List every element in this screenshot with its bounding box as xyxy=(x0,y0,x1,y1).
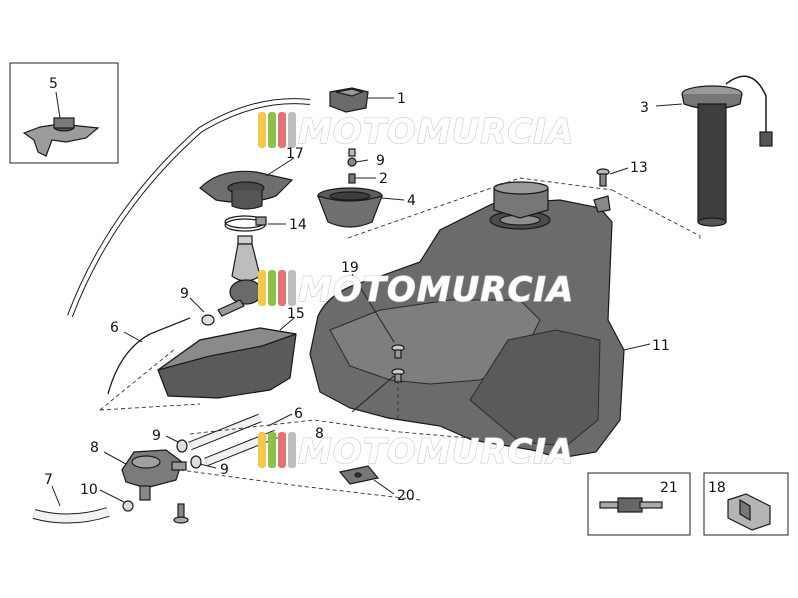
callout-10: 10 xyxy=(80,482,98,498)
callout-18: 18 xyxy=(708,480,726,496)
leader-19b xyxy=(351,375,395,413)
watermark-bottom: MOTOMURCIA xyxy=(258,431,574,473)
inset-box-5 xyxy=(9,62,119,164)
leader-4 xyxy=(381,197,405,201)
inset-box-21 xyxy=(587,472,691,536)
part-18-clip xyxy=(727,493,771,531)
callout-8b: 8 xyxy=(315,426,324,442)
part-7-short-hose-inner xyxy=(32,508,110,523)
leader-6a xyxy=(123,331,143,343)
part-9-clip-left xyxy=(201,314,215,326)
part-fuel-neck xyxy=(217,235,263,317)
part-10-washer xyxy=(122,500,134,512)
part-14-hose-clamp xyxy=(224,215,267,232)
part-9-small-clip-top xyxy=(347,148,357,167)
callout-5: 5 xyxy=(49,76,58,92)
part-13-screw xyxy=(596,168,610,187)
leader-9b xyxy=(355,159,369,163)
leader-7 xyxy=(51,485,61,507)
callout-2: 2 xyxy=(379,171,388,187)
callout-6a: 6 xyxy=(110,320,119,336)
callout-8: 8 xyxy=(90,440,99,456)
part-6-hose-lower-a-inner xyxy=(188,414,262,450)
watermark-brand-middle: MOTOMURCIA xyxy=(298,270,574,310)
leader-9d xyxy=(199,463,217,469)
callout-1: 1 xyxy=(397,91,406,107)
leader-15 xyxy=(279,317,295,331)
part-17-flange-plate xyxy=(199,170,294,210)
leader-11 xyxy=(623,343,651,351)
part-8-fuel-valve xyxy=(121,449,187,501)
assembly-dash-2 xyxy=(611,189,701,240)
callout-14: 14 xyxy=(289,217,307,233)
part-1-cap xyxy=(329,87,369,113)
part-4-filler-seal xyxy=(316,187,384,228)
callout-9c: 9 xyxy=(152,428,161,444)
inset-box-18 xyxy=(703,472,789,536)
callout-4: 4 xyxy=(407,193,416,209)
callout-6b: 6 xyxy=(294,406,303,422)
watermark-middle: MOTOMURCIA xyxy=(258,269,574,311)
leader-13 xyxy=(609,167,629,175)
assembly-dash-3 xyxy=(99,347,177,411)
callout-19: 19 xyxy=(341,260,359,276)
leader-9a xyxy=(189,297,205,313)
watermark-top: MOTOMURCIA xyxy=(258,111,574,153)
callout-20: 20 xyxy=(397,488,415,504)
assembly-dash-4 xyxy=(99,403,201,411)
callout-9a: 9 xyxy=(180,286,189,302)
callout-9d: 9 xyxy=(220,462,229,478)
callout-13: 13 xyxy=(630,160,648,176)
part-11-fuel-tank xyxy=(309,181,625,459)
part-3-fuel-sender xyxy=(681,75,773,227)
callout-3: 3 xyxy=(640,100,649,116)
leader-20 xyxy=(373,479,395,495)
part-bolt-lower xyxy=(173,503,189,524)
callout-17: 17 xyxy=(286,146,304,162)
leader-17 xyxy=(265,157,295,177)
callout-15: 15 xyxy=(287,306,305,322)
part-20-bracket xyxy=(338,465,380,485)
part-9-clip-lower-b xyxy=(190,455,202,469)
watermark-brand-bottom: MOTOMURCIA xyxy=(298,432,574,472)
callout-9b: 9 xyxy=(376,153,385,169)
part-19-bolt-a xyxy=(391,344,405,359)
callout-21: 21 xyxy=(660,480,678,496)
leader-5 xyxy=(55,91,61,119)
assembly-dash-5 xyxy=(189,419,471,439)
leader-6b xyxy=(267,413,293,427)
assembly-dash-1 xyxy=(347,177,613,239)
part-9-clip-lower-a xyxy=(176,439,188,453)
leader-9c xyxy=(165,435,179,443)
leader-3 xyxy=(655,103,683,107)
part-15-cover-shield xyxy=(157,327,297,399)
leader-8 xyxy=(103,451,127,465)
part-breather-hose-inner xyxy=(68,99,311,317)
part-21-connector xyxy=(599,497,663,513)
watermark-brand-top: MOTOMURCIA xyxy=(298,112,574,152)
callout-11: 11 xyxy=(652,338,670,354)
callout-7: 7 xyxy=(44,472,53,488)
assembly-dash-6 xyxy=(179,469,421,501)
leader-19 xyxy=(351,273,395,343)
part-6-hose-left-outline xyxy=(107,317,191,395)
part-2-small-pin xyxy=(348,173,356,184)
leader-10 xyxy=(99,489,125,503)
part-5-clip-nut xyxy=(22,117,100,157)
